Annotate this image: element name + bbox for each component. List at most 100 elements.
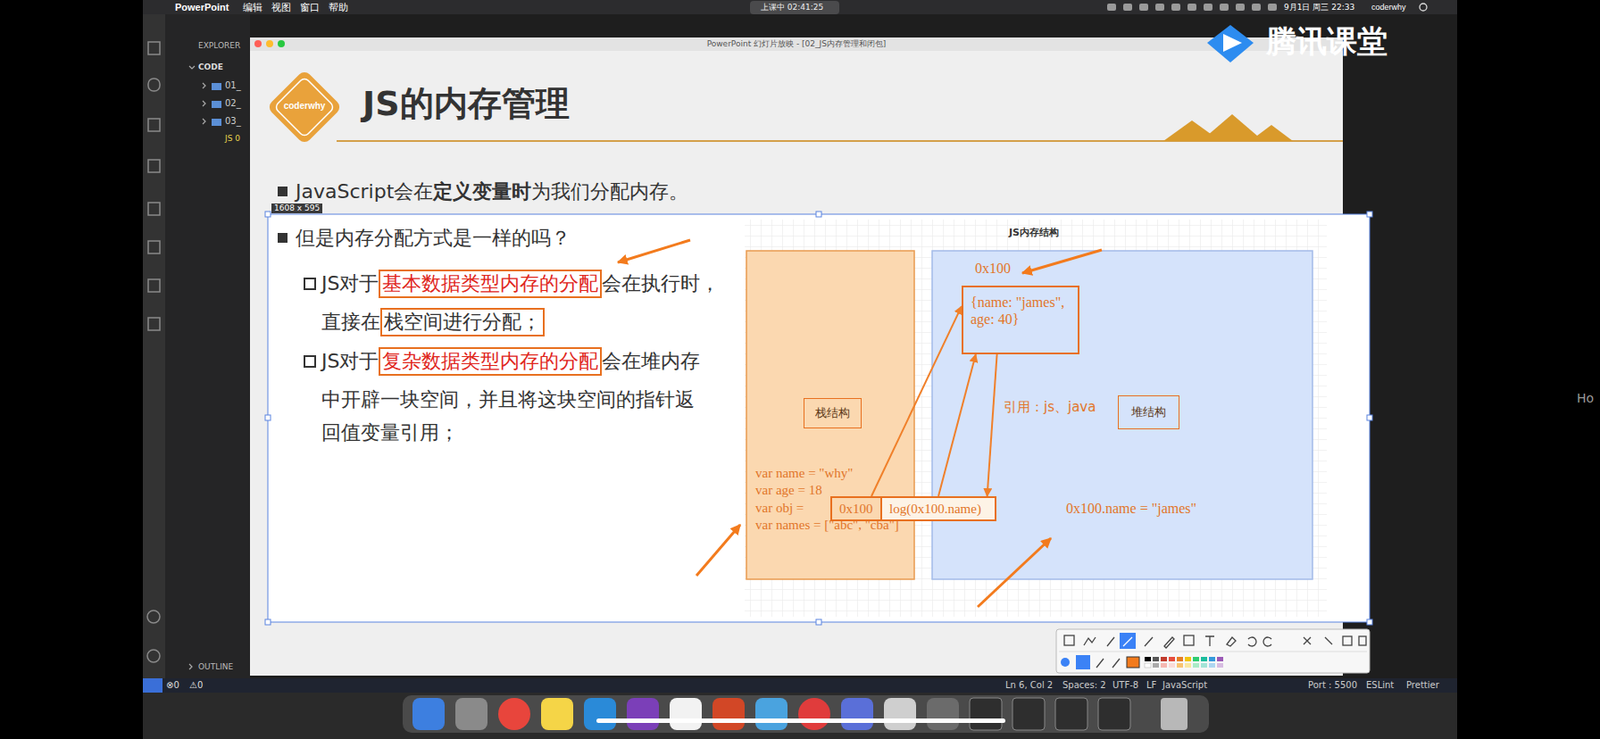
color-chip — [1200, 657, 1208, 662]
slide-title: JS的内存管理 — [362, 83, 570, 125]
tool-icon — [1183, 635, 1194, 646]
trash-icon — [1160, 698, 1188, 731]
code-line: var name = "why" — [755, 465, 853, 483]
tool-selected — [1119, 633, 1136, 650]
bullet-text: 回值变量引用； — [321, 420, 459, 446]
activity-icon — [148, 41, 160, 55]
bullet-text: 直接在 — [321, 309, 381, 335]
handle — [816, 211, 822, 217]
window-title: PowerPoint 幻灯片放映 - [02_JS内存管理和闭包] — [707, 39, 887, 50]
folder-name: 01_ — [225, 80, 242, 92]
handle — [1366, 415, 1373, 421]
status-item: ⚠0 — [189, 680, 203, 692]
menu-icons — [1107, 3, 1277, 11]
toolbar-icons — [1064, 635, 1367, 649]
status-item: ⊗0 — [166, 680, 180, 692]
toolbar-divider — [1058, 651, 1367, 653]
menu-item: 编辑 — [242, 1, 263, 14]
menu-item: 视图 — [271, 1, 292, 14]
menu-bar — [142, 0, 1458, 15]
chevron — [202, 83, 206, 89]
activity-icon — [148, 317, 160, 331]
box-text: 栈结构 — [815, 406, 850, 421]
activity-bar — [142, 14, 166, 679]
activity-icon — [148, 159, 160, 173]
activity-icon — [148, 78, 160, 92]
sidebar-heading: EXPLORER — [198, 41, 241, 51]
desktop-floor — [142, 692, 1458, 739]
dock-icon — [626, 698, 659, 731]
dock-icon — [969, 698, 1002, 731]
code-line: var obj = — [755, 500, 804, 517]
tool-icon — [1064, 635, 1075, 646]
color-chip — [1152, 663, 1159, 668]
tool-dot — [1060, 658, 1070, 667]
dock-icon — [669, 698, 702, 731]
dock-icon — [926, 698, 959, 731]
annotation-arrow — [1022, 250, 1102, 274]
activity-icons — [147, 41, 160, 663]
bullet-text: JavaScript会在 — [295, 179, 434, 205]
annotation-arrows — [617, 240, 1102, 608]
tool-icon — [1342, 636, 1352, 646]
color-chip — [1200, 663, 1208, 668]
dock-icon — [841, 698, 874, 731]
chevron — [202, 100, 206, 107]
dock-icon — [541, 698, 574, 731]
status-item: JavaScript — [1162, 680, 1208, 692]
color-chip — [1208, 663, 1216, 668]
highlight-text: 基本数据类型内存的分配 — [378, 269, 602, 299]
bullet-text: JS对于 — [321, 271, 379, 297]
selection-frame — [267, 214, 1370, 623]
activity-icon — [148, 241, 160, 254]
address-label: 0x100 — [975, 259, 1011, 277]
dock-icon — [1012, 698, 1045, 731]
bullet-text: 会在堆内存 — [601, 349, 700, 375]
menu-icon — [1203, 3, 1213, 11]
bullet-square — [277, 233, 288, 243]
activity-icon — [148, 279, 160, 292]
annotation-arrow — [696, 525, 741, 576]
annotation-arrow — [977, 538, 1051, 608]
folder-name: 02_ — [225, 98, 242, 109]
bullet-line: JavaScript会在定义变量时为我们分配内存。 — [295, 178, 689, 206]
folder-root: CODE — [198, 62, 224, 73]
tool-icon — [1325, 637, 1333, 645]
activity-icon — [148, 202, 160, 216]
status-item: LF — [1146, 680, 1157, 692]
dock-icon — [1055, 698, 1088, 731]
bullet-text: 为我们分配内存。 — [531, 179, 689, 205]
menu-item: 窗口 — [300, 1, 320, 14]
menu-icon — [1251, 3, 1261, 11]
annotation-toolbar — [1056, 629, 1370, 674]
title-mountain — [1250, 125, 1293, 142]
tool-icon — [1083, 637, 1096, 646]
status-item: Ln 6, Col 2 — [1005, 680, 1053, 692]
menu-icon — [1123, 3, 1133, 11]
tool-icon — [1123, 637, 1133, 647]
reference-arrow — [871, 306, 962, 497]
menu-icon — [1107, 3, 1117, 11]
file-name: JS 0 — [225, 133, 241, 144]
selection-handles — [265, 211, 1373, 625]
tool-icon — [1358, 636, 1367, 646]
status-bar — [142, 678, 1458, 693]
tool-selected — [1075, 655, 1091, 670]
handle — [265, 415, 271, 421]
selection-size: 1608 x 595 — [271, 203, 323, 214]
menu-icon — [1235, 3, 1245, 11]
window-title-bar — [250, 37, 1343, 51]
sub-bullet-square — [304, 278, 316, 290]
menu-icon — [1155, 3, 1165, 11]
color-chip — [1184, 657, 1192, 662]
canvas-grid — [744, 219, 1327, 617]
settings-icon — [147, 650, 160, 663]
bullet-square — [277, 186, 288, 197]
color-chip — [1216, 663, 1224, 668]
reference-arrow — [987, 354, 998, 497]
box-text: log(0x100.name) — [889, 500, 988, 517]
tool-icon — [1263, 637, 1272, 647]
